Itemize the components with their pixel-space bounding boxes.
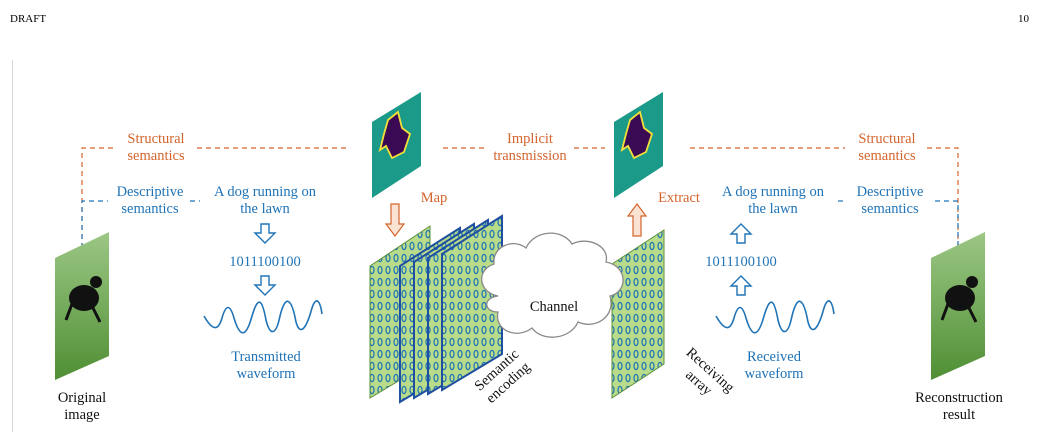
bitstream-left: 1011100100 (229, 254, 301, 270)
reconstruction-result-label: Reconstruction result (915, 390, 1003, 423)
channel-label: Channel (529, 299, 579, 315)
transmitted-waveform (203, 300, 323, 334)
bitstream-right: 1011100100 (705, 254, 777, 270)
original-image-label: Original image (57, 390, 107, 423)
channel-cloud-icon (481, 232, 624, 338)
receiving-array (611, 229, 665, 399)
structural-dashes (81, 147, 959, 248)
arrow-down-icon (253, 223, 277, 296)
extract-label: Extract (658, 190, 700, 206)
transmitted-waveform-label: Transmitted waveform (231, 349, 301, 382)
descriptive-semantics-right: Descriptive semantics (856, 184, 924, 217)
structural-semantics-left: Structural semantics (127, 131, 185, 164)
extract-arrow-icon (626, 203, 648, 237)
map-label: Map (420, 190, 448, 206)
page-number: 10 (1018, 13, 1029, 25)
caption-text-right: A dog running on the lawn (722, 184, 824, 217)
segmentation-map-right (614, 92, 663, 198)
descriptive-dashes (81, 200, 959, 248)
structural-semantics-right: Structural semantics (858, 131, 916, 164)
segmentation-map-left (372, 92, 421, 198)
original-image (55, 232, 109, 380)
caption-text-left: A dog running on the lawn (214, 184, 316, 217)
received-waveform (715, 300, 835, 334)
semantic-encoding-stack (399, 214, 503, 404)
page-header-draft: DRAFT (10, 13, 47, 25)
reconstruction-image (931, 232, 985, 380)
margin-rule (12, 60, 13, 432)
arrow-up-icon (729, 223, 753, 296)
descriptive-semantics-left: Descriptive semantics (116, 184, 184, 217)
received-waveform-label: Received waveform (744, 349, 804, 382)
implicit-transmission-label: Implicit transmission (493, 131, 567, 164)
map-arrow-icon (384, 203, 406, 237)
